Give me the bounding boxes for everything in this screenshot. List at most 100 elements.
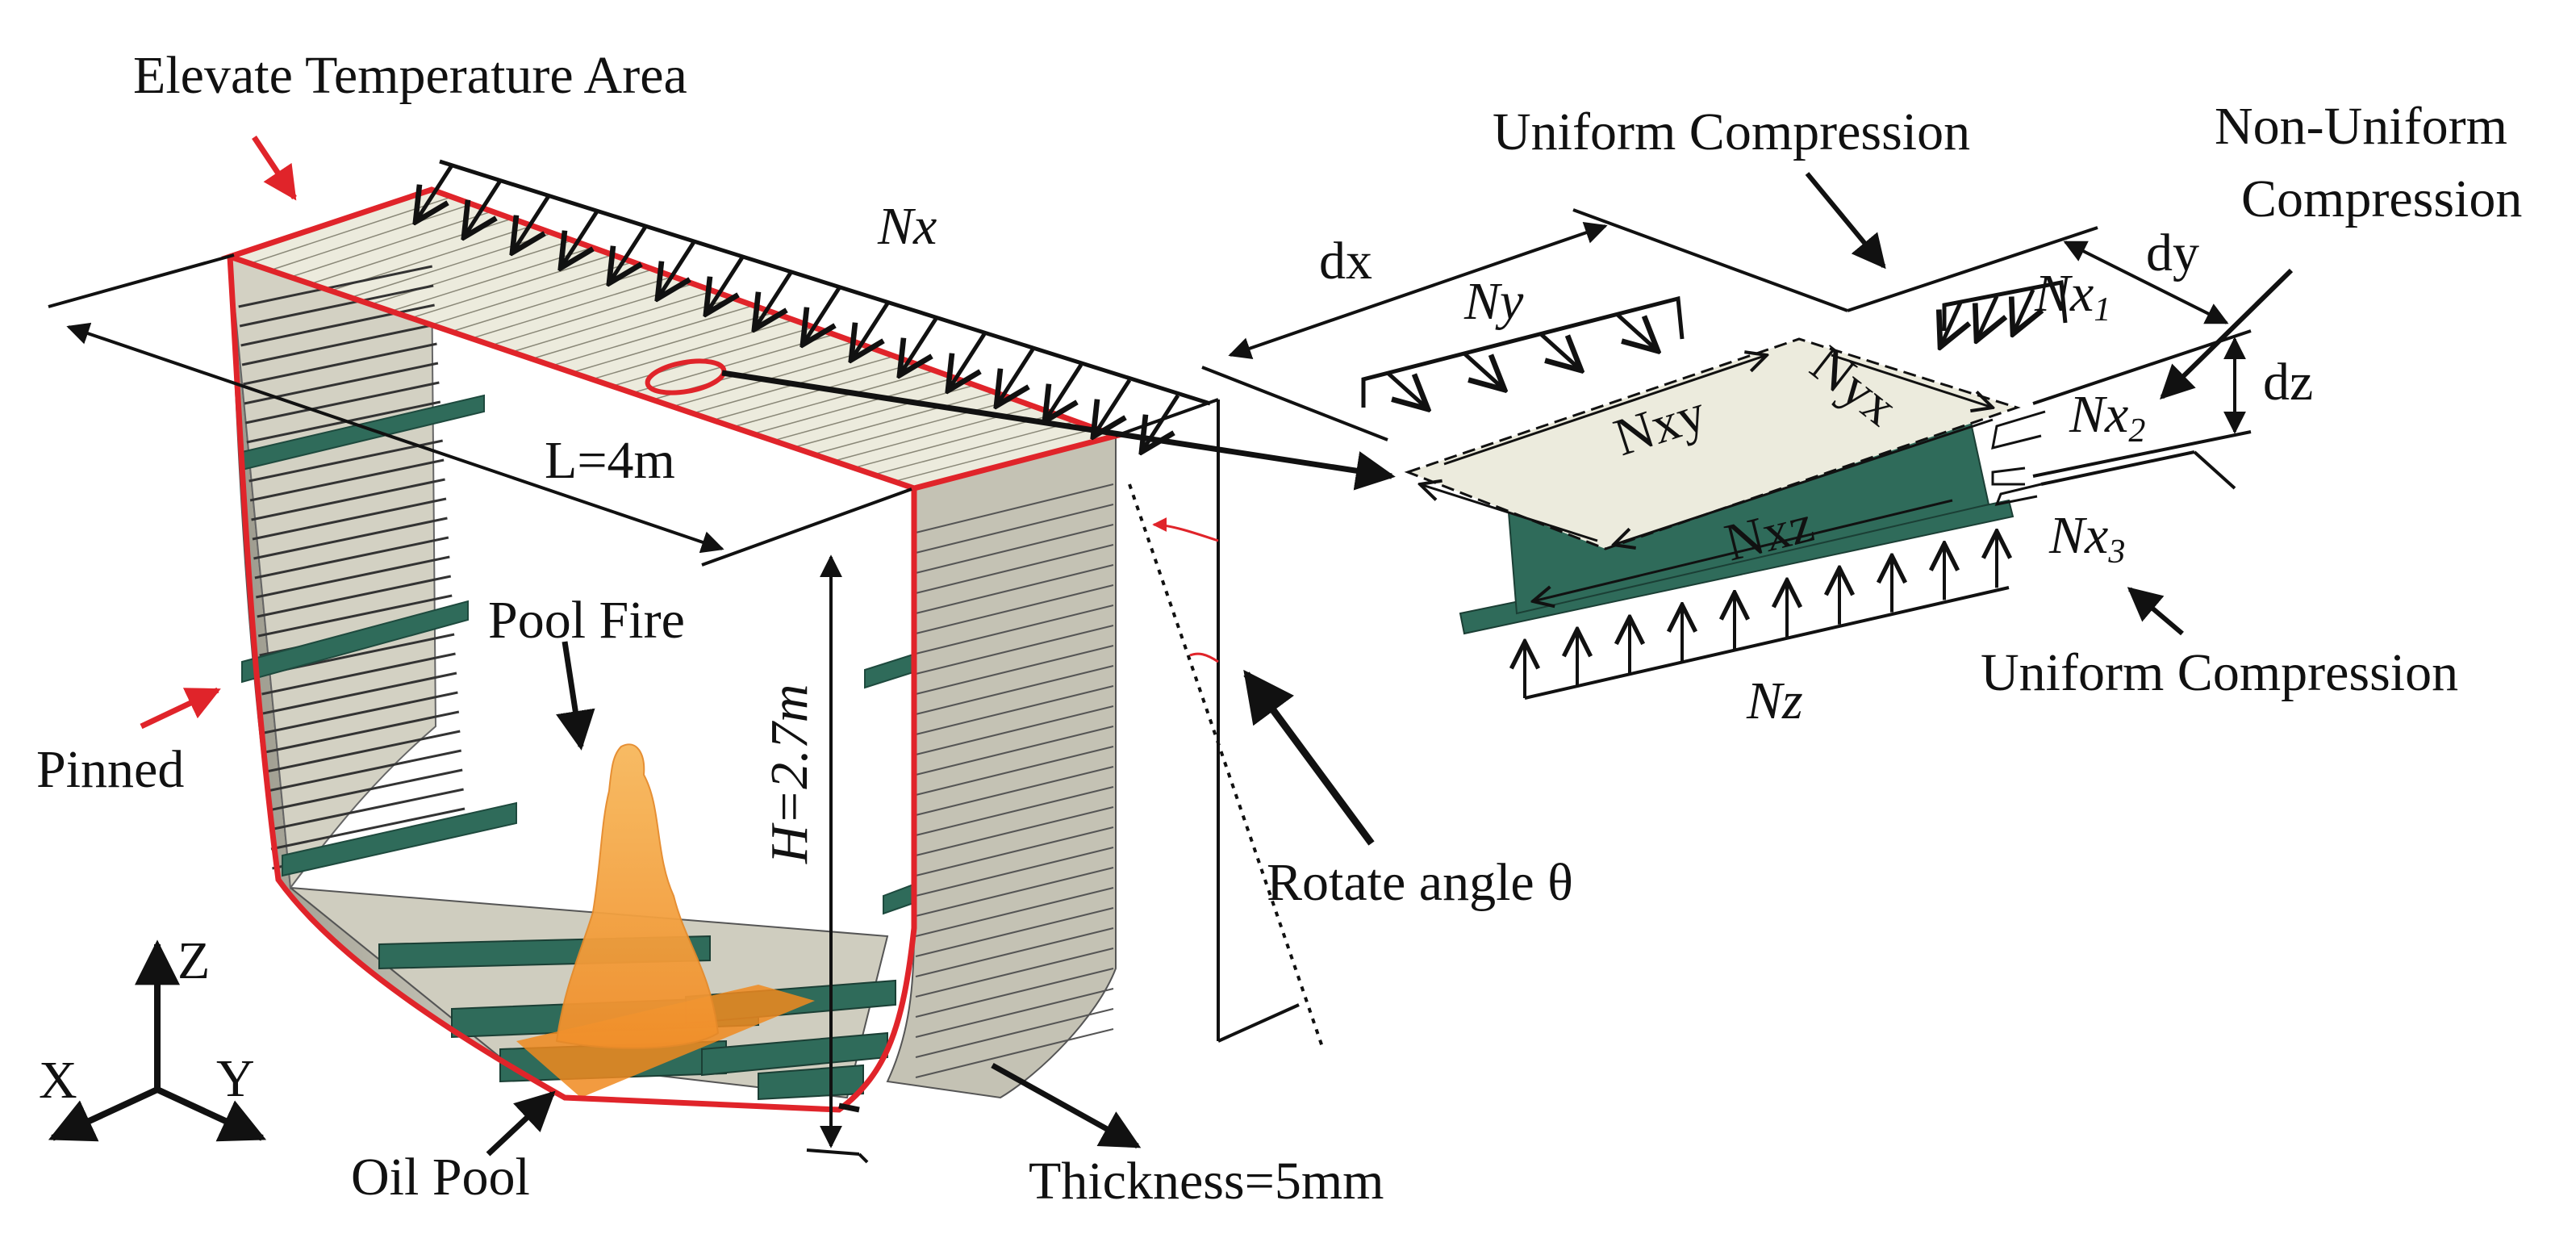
side-stiffener-line [915,1028,1114,1078]
side-stiffener-line [915,746,1114,796]
side-stiffener-line [267,749,462,793]
shear-arrows [1420,355,1993,601]
nx-arrow [658,241,696,299]
ny-arrow [1463,352,1505,390]
ny-arrow [1386,371,1428,409]
side-stiffener-line [268,768,463,812]
side-stiffener-line [915,907,1114,957]
label-nx3: Nx3 [2048,506,2125,571]
label-uniform-top: Uniform Compression [1493,102,1970,161]
side-stiffener-line [915,927,1114,977]
side-stiffener-line [915,685,1114,735]
nx-load-arrows [415,159,1211,452]
nx-arrow [900,317,938,375]
deck-stiffener-line [431,261,633,326]
label-rotate: Rotate angle θ [1267,853,1573,912]
nx-baseline [439,159,1211,406]
nx-arrow [1142,394,1180,452]
side-stiffener-line [915,826,1114,876]
nx1-arrow [2013,288,2033,334]
side-stiffener-line [239,284,434,328]
side-stiffener-line [915,625,1114,675]
nx1-arrow [1977,295,1997,341]
side-stiffener-line [265,710,460,754]
side-stiffener-line [915,1008,1114,1058]
label-dy: dy [2146,224,2199,282]
length-dimension [48,253,912,567]
side-stiffener-line [915,766,1114,816]
deck-stiffener-line [712,362,915,421]
nx-arrow [754,271,793,329]
side-stiffener-line [257,594,453,638]
dz-dimension [2032,337,2252,490]
side-stiffener-line [915,665,1114,715]
deck-stiffener-line [853,413,1056,469]
side-stiffener-line [915,524,1114,574]
side-stiffener-line [915,968,1114,1018]
label-ny: Ny [1463,272,1524,331]
detail-leaders [1805,172,2294,636]
label-dz: dz [2263,353,2313,412]
deck-stiffener-line [893,428,1096,483]
deck-stiffener-line [793,391,996,449]
label-length: L=4m [545,431,675,490]
deck-stiffener-line [813,399,1016,455]
label-non-uniform-2: Compression [2241,169,2522,228]
nx3-sub: 3 [2107,533,2125,571]
side-stiffener-line [915,504,1114,554]
side-stiffener-line [238,265,433,308]
side-stiffener-line [915,584,1114,634]
side-stiffener-line [269,788,464,831]
dx-dimension [1201,208,2098,441]
label-non-uniform-1: Non-Uniform [2215,97,2507,156]
side-stiffener-line [915,786,1114,836]
label-pinned: Pinned [36,740,184,799]
label-nx: Nx [877,197,937,256]
detail-leader [721,370,1396,491]
nx-arrow [512,195,551,253]
side-stiffener-line [915,564,1114,614]
side-stiffener-line [915,867,1114,917]
label-oil-pool: Oil Pool [351,1148,530,1207]
nx-arrow [948,333,987,391]
nx-arrow [415,164,454,222]
right-side-shell [886,434,1117,1099]
side-stiffener-line [261,652,456,696]
height-dimension [806,554,869,1164]
pool-fire [555,743,720,1049]
angle-arc-1 [1152,517,1219,542]
nx1-main: Nx [2034,264,2094,323]
nx-arrow [851,302,890,360]
ship-section [48,136,1396,1164]
axis-y-label: Y [216,1049,255,1108]
nx-arrow [609,225,648,283]
label-height: H=2.7m [760,684,819,864]
label-nz: Nz [1746,671,1803,730]
side-stiffener-line [915,483,1114,533]
side-stiffener-line [270,807,466,851]
side-stiffener-line [915,806,1114,856]
axes-triad [48,939,267,1142]
deck-stiffener-line [873,420,1076,475]
nx1-arrow [1940,301,1960,347]
label-nx2: Nx2 [2069,385,2145,450]
side-stiffener-line [915,705,1114,755]
side-stiffener-line [264,691,458,734]
detail-element [1201,172,2294,700]
right-side-stiffeners [915,483,1114,1078]
nx-arrow [706,256,745,314]
red-pointers [140,136,297,730]
nz-baseline [1524,586,2010,700]
side-stiffener-line [915,948,1114,998]
nz-load-arrows [1524,531,2010,700]
deck-stiffener-line [290,211,493,278]
nx-arrow [1045,363,1083,421]
nx-arrow [1093,379,1132,437]
nx-arrow [464,179,503,237]
label-dx: dx [1319,232,1372,291]
label-pool-fire: Pool Fire [488,591,685,650]
side-stiffener-line [262,671,457,715]
angle-arc-2 [1189,652,1219,663]
label-elevate-area: Elevate Temperature Area [133,46,687,105]
